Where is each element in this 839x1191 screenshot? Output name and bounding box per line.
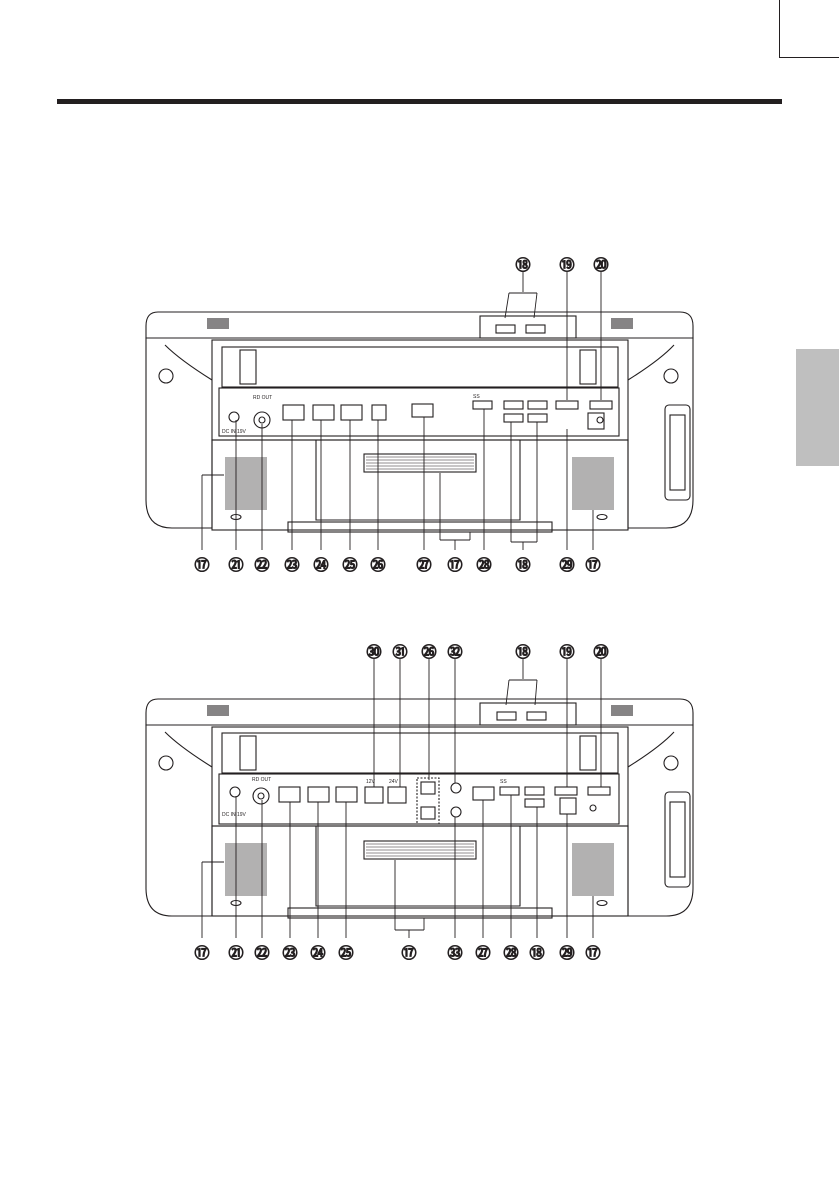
usb-port xyxy=(473,401,492,409)
lan-port xyxy=(313,405,334,420)
callout-label: ㉓ xyxy=(282,944,297,962)
callout-label: ⑰ xyxy=(585,944,600,962)
usb-port xyxy=(556,401,578,409)
serial-port xyxy=(421,807,435,819)
serial-port xyxy=(421,782,435,794)
port-label: 24V xyxy=(389,779,399,785)
usb-port xyxy=(555,787,577,795)
dc-out-port xyxy=(588,787,610,795)
callout-label: ㉝ xyxy=(447,944,462,962)
callout-label: ⑰ xyxy=(194,556,209,574)
usb-port xyxy=(525,787,544,795)
callout-label: ㉗ xyxy=(475,944,490,962)
callout-label: ⑲ xyxy=(559,256,574,274)
dc-out-port xyxy=(590,401,612,409)
callout-label: ㉕ xyxy=(342,556,357,574)
usb-port xyxy=(497,712,516,720)
usb-port xyxy=(526,325,545,333)
callout-label: ㉖ xyxy=(421,643,436,661)
port-label: DC IN 19V xyxy=(222,812,247,818)
callout-label: ㉚ xyxy=(366,643,381,661)
figure-1-port-labels: DC IN 19V RD OUT SS xyxy=(222,394,480,435)
callout-label: ㉘ xyxy=(503,944,518,962)
grille-top-right xyxy=(611,318,633,329)
callout-label: ㉙ xyxy=(559,944,574,962)
lan-port xyxy=(336,787,357,802)
figure-1-device xyxy=(146,272,693,550)
callout-label: ㉕ xyxy=(338,944,353,962)
lan-port xyxy=(473,787,494,800)
powered-usb-port xyxy=(365,787,383,803)
callout-label: ㉒ xyxy=(254,944,269,962)
callout-label: ㉙ xyxy=(559,556,574,574)
audio-port xyxy=(451,783,461,793)
power-icon xyxy=(597,417,603,423)
callout-label: ⑰ xyxy=(585,556,600,574)
callout-label: ⑰ xyxy=(401,944,416,962)
lan-port xyxy=(283,405,304,420)
callout-label: ㉘ xyxy=(476,556,491,574)
figure-2-callouts-top: ㉚ ㉛ ㉖ ㉜ ⑱ ⑲ ⑳ xyxy=(366,643,608,661)
powered-usb-port xyxy=(388,787,406,803)
usb-port xyxy=(504,414,523,422)
usb-port xyxy=(528,401,547,409)
usb-port xyxy=(504,401,523,409)
serial-port xyxy=(372,405,386,420)
lan-port xyxy=(341,405,362,420)
callout-label: ⑳ xyxy=(593,256,608,274)
callout-label: ⑰ xyxy=(194,944,209,962)
lan-port xyxy=(308,787,329,802)
figure-2-callouts-bottom: ⑰ ㉑ ㉒ ㉓ ㉔ ㉕ ⑰ ㉝ ㉗ ㉘ ⑱ ㉙ ⑰ xyxy=(194,944,600,962)
port-label: SS xyxy=(500,779,507,785)
callout-label: ㉓ xyxy=(284,556,299,574)
figure-1-callouts-top: ⑱ ⑲ ⑳ xyxy=(515,256,608,274)
lan-port xyxy=(279,787,300,802)
rd-out-port xyxy=(253,788,269,804)
callout-label: ㉒ xyxy=(254,556,269,574)
audio-port xyxy=(451,807,461,817)
callout-label: ㉖ xyxy=(370,556,385,574)
port-label: DC IN 19V xyxy=(222,429,247,435)
callout-label: ㉛ xyxy=(392,643,407,661)
grille-top-left xyxy=(207,318,229,329)
port-label: SS xyxy=(473,394,480,400)
dc-in-port xyxy=(230,787,240,797)
callout-label: ㉜ xyxy=(447,643,462,661)
port-label: RD OUT xyxy=(252,777,271,783)
usb-port xyxy=(527,712,546,720)
callout-label: ⑱ xyxy=(515,643,530,661)
callout-label: ⑱ xyxy=(515,256,530,274)
usb-port xyxy=(528,414,547,422)
port-label: 12V xyxy=(366,779,376,785)
usb-port xyxy=(525,799,544,807)
callout-label: ⑱ xyxy=(529,944,544,962)
callout-label: ⑰ xyxy=(447,556,462,574)
lan-port xyxy=(412,404,433,417)
figure-1-callouts-bottom: ⑰ ㉑ ㉒ ㉓ ㉔ ㉕ ㉖ ㉗ ⑰ ㉘ ⑱ ㉙ ⑰ xyxy=(194,556,600,574)
callout-label: ㉑ xyxy=(228,556,243,574)
callout-label: ⑲ xyxy=(559,643,574,661)
callout-label: ㉔ xyxy=(313,556,328,574)
callout-label: ⑱ xyxy=(515,556,530,574)
dc-in-port xyxy=(229,412,239,422)
figure-2-device xyxy=(146,659,693,938)
port-label: RD OUT xyxy=(253,395,272,401)
usb-port xyxy=(496,325,515,333)
callout-label: ㉗ xyxy=(416,556,431,574)
callout-label: ㉔ xyxy=(310,944,325,962)
callout-label: ㉑ xyxy=(228,944,243,962)
power-icon xyxy=(590,805,596,811)
callout-label: ⑳ xyxy=(593,643,608,661)
usb-port xyxy=(500,787,519,795)
